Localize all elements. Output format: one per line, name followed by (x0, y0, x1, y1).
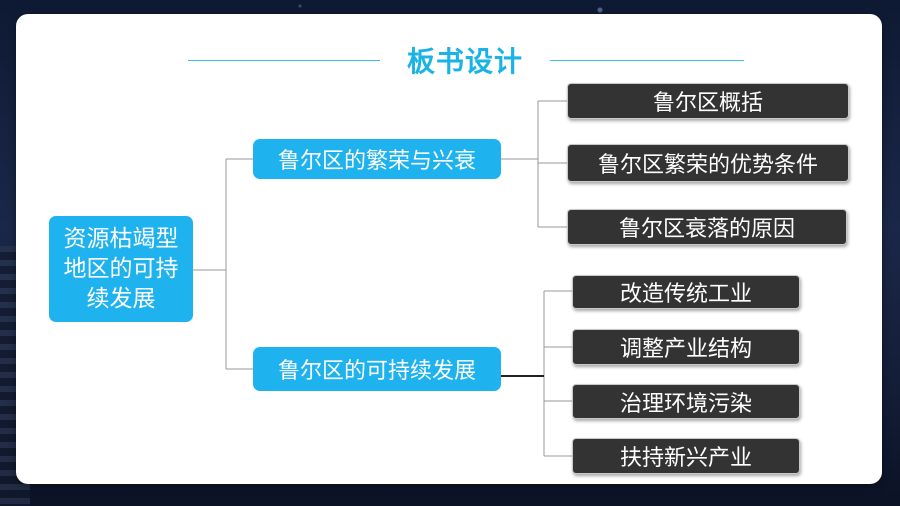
mindmap-leaf-1-2: 鲁尔区繁荣的优势条件 (567, 144, 849, 182)
title-rule-right (550, 60, 744, 61)
mindmap-leaf-1-1: 鲁尔区概括 (567, 83, 849, 119)
title-rule-left (188, 60, 380, 61)
mindmap-root: 资源枯竭型地区的可持续发展 (49, 216, 193, 322)
mindmap-branch-2: 鲁尔区的可持续发展 (253, 347, 501, 391)
mindmap-leaf-2-4: 扶持新兴产业 (572, 438, 800, 474)
mindmap-branch-1: 鲁尔区的繁荣与兴衰 (253, 139, 501, 179)
slide-card: 板书设计 资源枯竭型地区的可持续发展 鲁尔区的繁荣与兴衰 鲁尔区的可持续发展 鲁… (16, 14, 882, 484)
mindmap-leaf-2-1: 改造传统工业 (572, 275, 800, 309)
mindmap-leaf-1-3: 鲁尔区衰落的原因 (567, 209, 847, 245)
page-title: 板书设计 (381, 44, 549, 80)
mindmap-leaf-2-2: 调整产业结构 (572, 329, 800, 365)
mindmap-leaf-2-3: 治理环境污染 (572, 384, 800, 419)
